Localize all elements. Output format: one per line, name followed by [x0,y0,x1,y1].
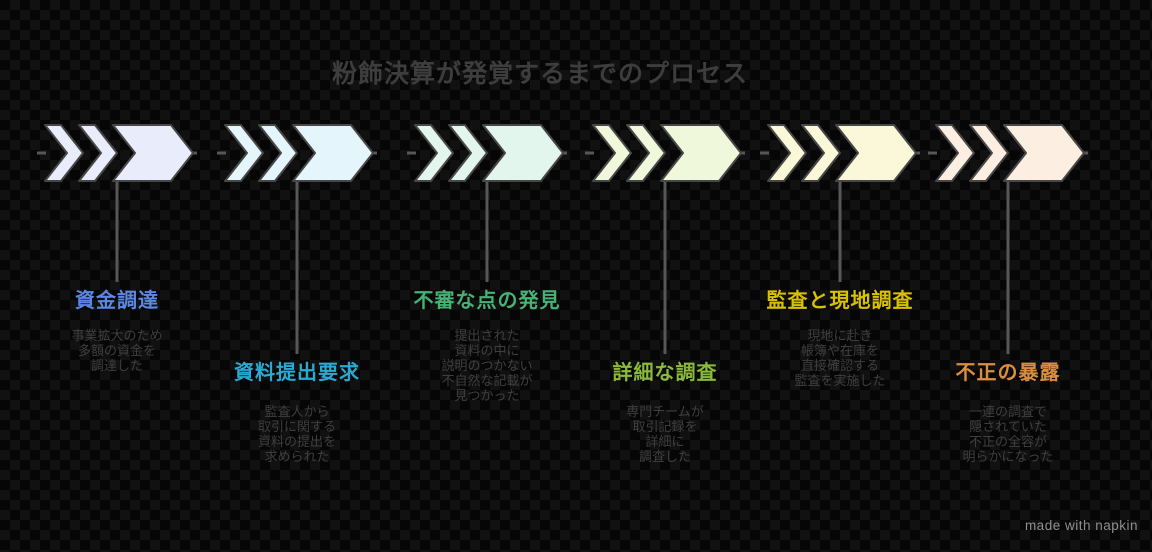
phase-label: 資料提出要求 [234,362,360,384]
triple-chevron-arrow-icon [217,124,377,182]
triple-chevron-arrow-icon [585,124,745,182]
phase-label: 不審な点の発見 [413,290,561,312]
phase-group-2: 資料提出要求 監査人から 取引に関する 資料の提出を 求められた [202,0,392,552]
phase-label: 監査と現地調査 [766,290,914,312]
connector-line [1006,182,1010,354]
phase-label: 詳細な調査 [612,362,718,384]
phase-group-6: 不正の暴露 一連の調査で 隠されていた 不正の全容が 明らかになった [913,0,1103,552]
diagram-title: 粉飾決算が発覚するまでのプロセス [331,60,748,88]
phase-description: 提出された 資料の中に 説明のつかない 不自然な記載が 見つかった [441,328,533,403]
phase-group-5: 監査と現地調査 現地に赴き 帳簿や在庫を 直接確認する 監査を実施した [745,0,935,552]
triple-chevron-arrow-icon [37,124,197,182]
phase-description: 事業拡大のため 多額の資金を 調達した [71,328,163,373]
triple-chevron-arrow-icon [760,124,920,182]
phase-group-4: 詳細な調査 専門チームが 取引記録を 詳細に 調査した [570,0,760,552]
phase-label: 不正の暴露 [955,362,1061,384]
connector-line [485,182,489,282]
connector-line [295,182,299,354]
phase-group-1: 資金調達 事業拡大のため 多額の資金を 調達した [22,0,212,552]
phase-description: 一連の調査で 隠されていた 不正の全容が 明らかになった [962,404,1054,464]
phase-description: 監査人から 取引に関する 資料の提出を 求められた [257,404,336,464]
phase-description: 現地に赴き 帳簿や在庫を 直接確認する 監査を実施した [794,328,886,388]
connector-line [115,182,119,282]
phase-description: 専門チームが 取引記録を 詳細に 調査した [626,404,704,464]
watermark-text: made with napkin [1024,518,1138,533]
phase-group-3: 不審な点の発見 提出された 資料の中に 説明のつかない 不自然な記載が 見つかっ… [392,0,582,552]
connector-line [838,182,842,282]
triple-chevron-arrow-icon [928,124,1088,182]
triple-chevron-arrow-icon [407,124,567,182]
phase-label: 資金調達 [75,290,159,312]
connector-line [663,182,667,354]
